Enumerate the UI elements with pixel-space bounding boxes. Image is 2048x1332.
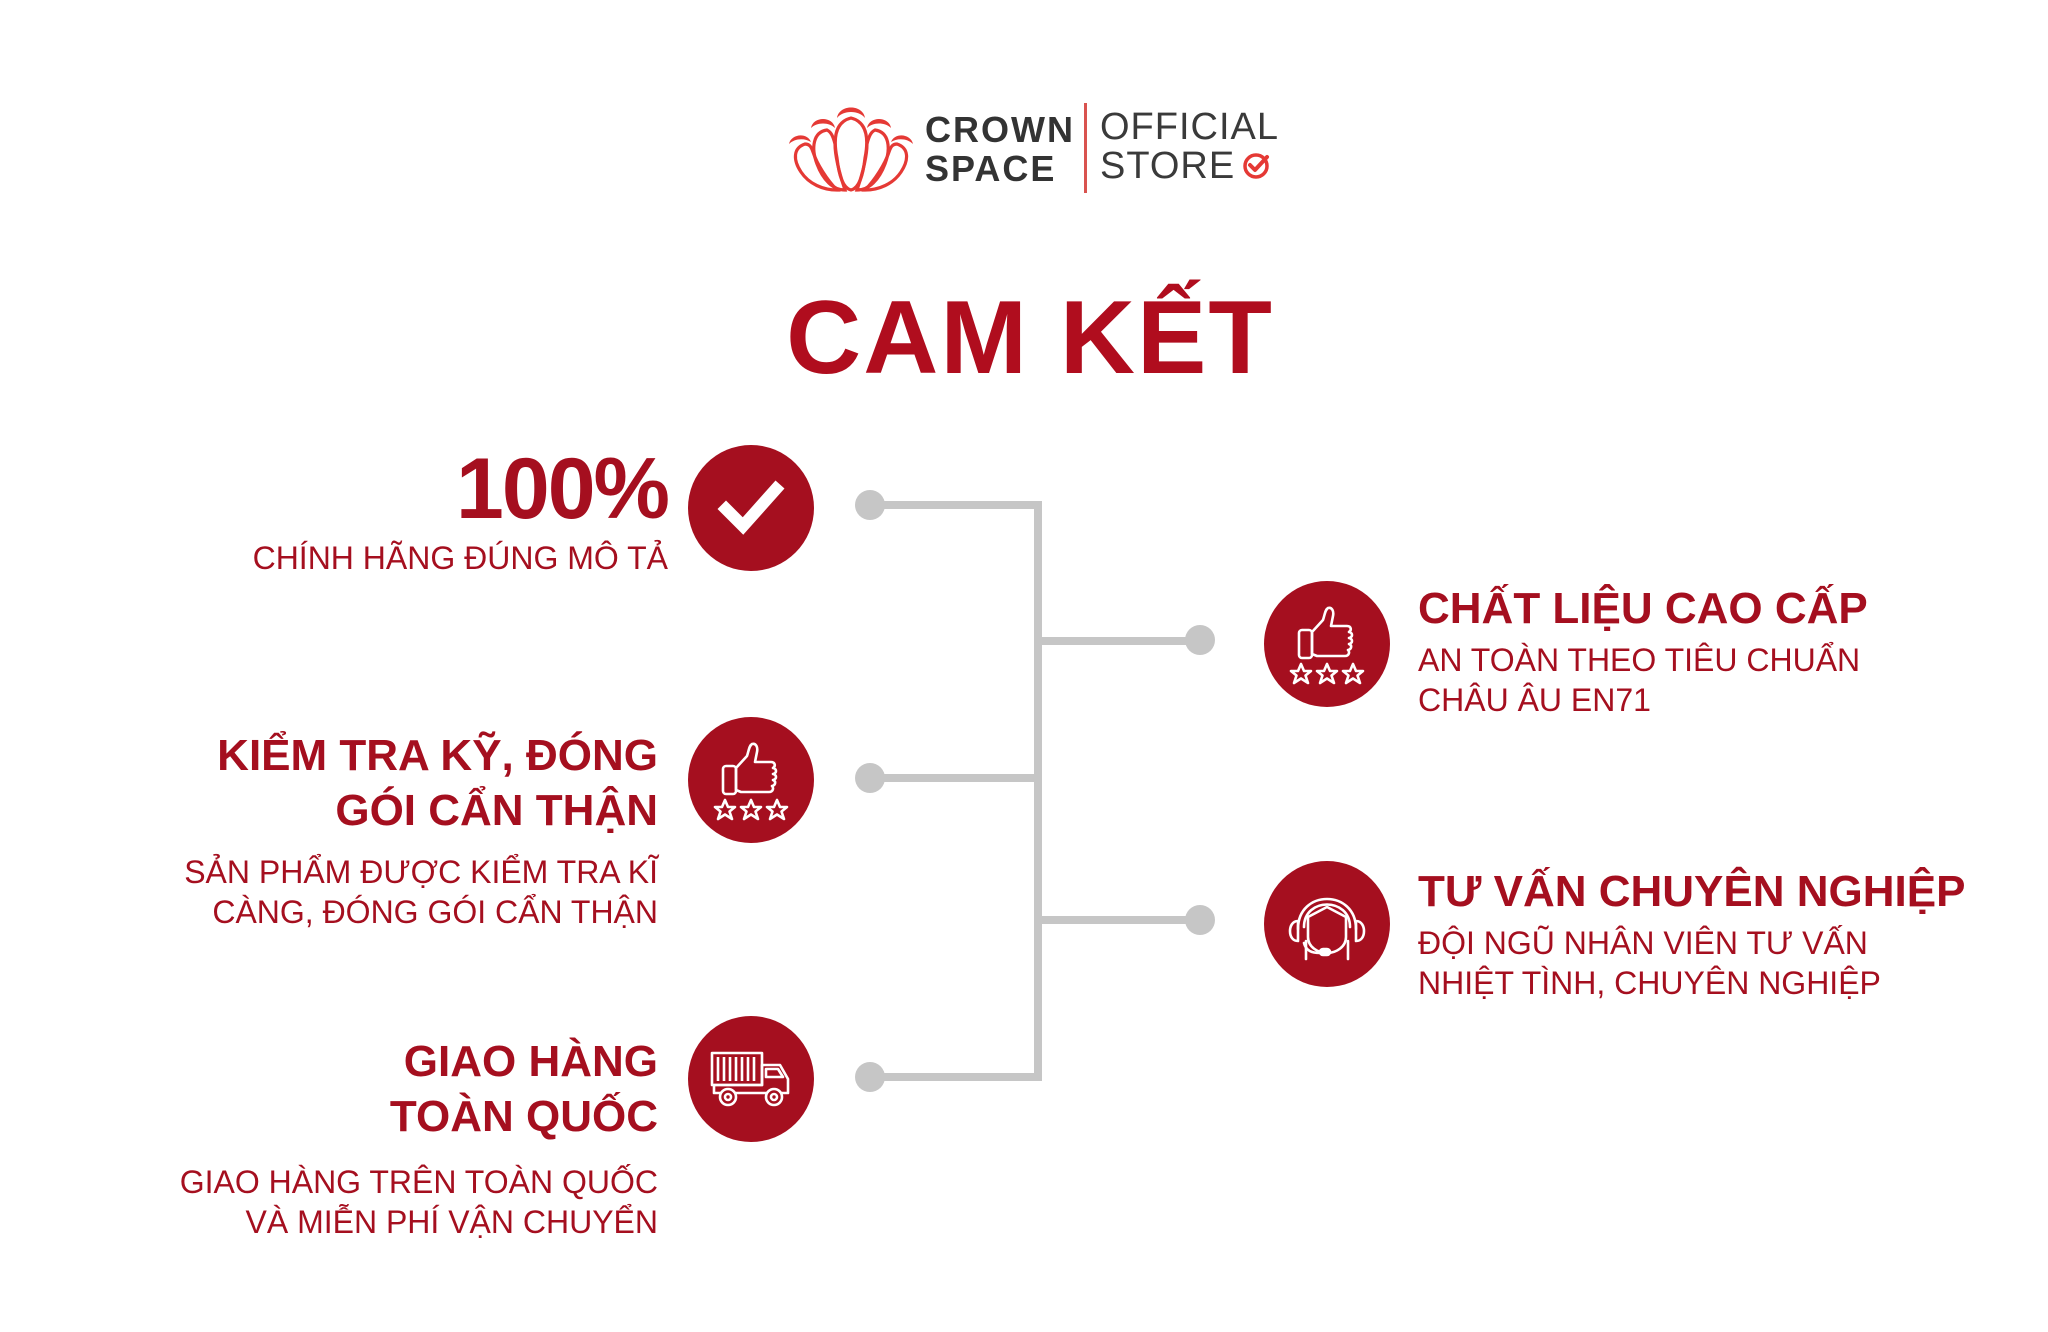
headset-agent-icon [1284,881,1370,967]
check-circle-icon [1241,150,1271,180]
feature-authentic: 100% CHÍNH HÃNG ĐÚNG MÔ TẢ [148,441,670,578]
official-store-label: OFFICIAL STORE [1100,108,1279,186]
connector-dot [1185,905,1215,935]
feature-inspection: KIỂM TRA KỸ, ĐÓNG GÓI CẨN THẬN SẢN PHẨM … [38,728,658,932]
feature-subtitle: CHÍNH HÃNG ĐÚNG MÔ TẢ [252,540,668,576]
feature-icon-badge [688,445,814,571]
feature-material: CHẤT LIỆU CAO CẤP AN TOÀN THEO TIÊU CHUẨ… [1418,581,2018,720]
feature-headline: TƯ VẤN CHUYÊN NGHIỆP [1418,867,1966,916]
feature-consulting: TƯ VẤN CHUYÊN NGHIỆP ĐỘI NGŨ NHÂN VIÊN T… [1418,864,2038,1003]
connector-line [870,501,1042,509]
feature-icon-badge [1264,861,1390,987]
brand-name-line2: SPACE [925,148,1057,189]
thumbs-up-stars-icon [1287,602,1367,686]
store-tag-line2: STORE [1100,145,1236,187]
feature-headline-line1: KIỂM TRA KỸ, ĐÓNG [217,731,658,780]
brand-name: CROWN SPACE [925,110,1075,188]
logo-divider [1084,103,1087,193]
delivery-truck-icon [708,1047,794,1111]
feature-icon-badge [688,1016,814,1142]
feature-subtitle-line1: GIAO HÀNG TRÊN TOÀN QUỐC [179,1164,658,1200]
connector-trunk [1034,501,1042,1081]
connector-line [1036,916,1200,924]
feature-subtitle-line1: ĐỘI NGŨ NHÂN VIÊN TƯ VẤN [1418,925,1868,961]
thumbs-up-stars-icon [711,738,791,822]
feature-delivery: GIAO HÀNG TOÀN QUỐC GIAO HÀNG TRÊN TOÀN … [38,1034,658,1242]
connector-line [1036,637,1200,645]
feature-headline-line2: GÓI CẨN THẬN [335,786,658,835]
feature-subtitle-line2: CHÂU ÂU EN71 [1418,682,1651,718]
connector-line [870,774,1040,782]
connector-dot [855,1062,885,1092]
feature-icon-badge [1264,581,1390,707]
feature-subtitle-line1: AN TOÀN THEO TIÊU CHUẨN [1418,642,1861,678]
feature-icon-badge [688,717,814,843]
feature-headline: CHẤT LIỆU CAO CẤP [1418,584,1868,633]
connector-dot [855,763,885,793]
connector-line [870,1073,1040,1081]
store-tag-line1: OFFICIAL [1100,106,1280,148]
feature-headline: 100% [456,441,670,537]
feature-headline-line1: GIAO HÀNG [403,1037,658,1086]
page-title: CAM KẾT [786,280,1274,396]
brand-name-line1: CROWN [925,109,1075,150]
crown-lotus-icon [783,98,919,196]
feature-headline-line2: TOÀN QUỐC [389,1092,658,1141]
feature-subtitle-line2: NHIỆT TÌNH, CHUYÊN NGHIỆP [1418,965,1881,1001]
feature-subtitle-line2: CÀNG, ĐÓNG GÓI CẨN THẬN [212,894,658,930]
checkmark-icon [716,473,786,543]
feature-subtitle-line2: VÀ MIỄN PHÍ VẬN CHUYỂN [245,1204,658,1240]
feature-subtitle-line1: SẢN PHẨM ĐƯỢC KIỂM TRA KĨ [184,854,658,890]
connector-dot [855,490,885,520]
connector-dot [1185,625,1215,655]
